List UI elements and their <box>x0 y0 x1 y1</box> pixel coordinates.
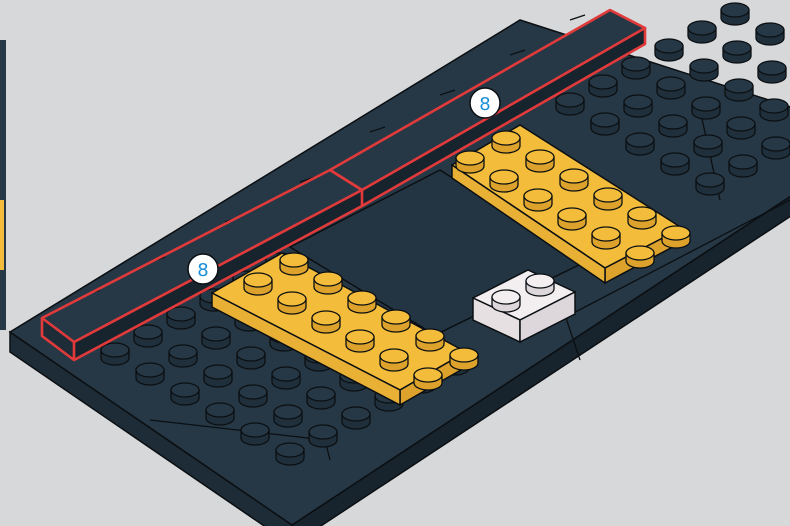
base-stud <box>206 403 234 425</box>
yellow-stud <box>280 253 308 275</box>
base-stud <box>659 115 687 137</box>
yellow-stud <box>524 189 552 211</box>
yellow-stud <box>244 273 272 295</box>
base-stud <box>276 443 304 465</box>
yellow-stud <box>456 151 484 173</box>
base-stud <box>760 99 788 121</box>
base-stud <box>756 23 784 45</box>
base-stud <box>661 153 689 175</box>
yellow-stud <box>662 226 690 248</box>
base-stud <box>589 75 617 97</box>
base-stud <box>725 79 753 101</box>
base-stud <box>241 423 269 445</box>
yellow-stud <box>492 131 520 153</box>
base-stud <box>309 425 337 447</box>
base-stud <box>272 367 300 389</box>
yellow-stud <box>348 291 376 313</box>
base-stud <box>727 117 755 139</box>
base-stud <box>723 41 751 63</box>
callout-badge: 8 <box>470 88 500 118</box>
base-stud <box>729 155 757 177</box>
yellow-stud <box>558 208 586 230</box>
yellow-stud <box>560 169 588 191</box>
yellow-stud <box>526 150 554 172</box>
base-stud <box>692 97 720 119</box>
base-stud <box>167 307 195 329</box>
base-stud <box>307 387 335 409</box>
base-stud <box>657 77 685 99</box>
base-stud <box>624 95 652 117</box>
yellow-stud <box>416 329 444 351</box>
base-stud <box>762 137 790 159</box>
base-stud <box>202 327 230 349</box>
left-edge-fragment <box>0 40 6 330</box>
base-stud <box>688 21 716 43</box>
yellow-stud <box>626 246 654 268</box>
base-stud <box>274 405 302 427</box>
yellow-stud <box>490 170 518 192</box>
callout-label: 8 <box>197 260 208 281</box>
base-stud <box>171 383 199 405</box>
yellow-stud <box>314 272 342 294</box>
base-stud <box>169 345 197 367</box>
base-stud <box>136 363 164 385</box>
yellow-stud <box>594 188 622 210</box>
base-stud <box>758 61 786 83</box>
yellow-stud <box>278 292 306 314</box>
callout-label: 8 <box>479 94 490 115</box>
yellow-stud <box>346 330 374 352</box>
yellow-stud <box>414 368 442 390</box>
base-stud <box>342 407 370 429</box>
callout-badge: 8 <box>188 254 218 284</box>
base-stud <box>556 93 584 115</box>
base-stud <box>622 57 650 79</box>
yellow-stud <box>628 207 656 229</box>
base-stud <box>591 113 619 135</box>
base-stud <box>721 3 749 25</box>
yellow-stud <box>450 348 478 370</box>
base-stud <box>204 365 232 387</box>
base-stud <box>655 39 683 61</box>
base-stud <box>239 385 267 407</box>
base-stud <box>696 173 724 195</box>
base-stud <box>626 133 654 155</box>
yellow-stud <box>382 310 410 332</box>
base-stud <box>237 347 265 369</box>
base-stud <box>101 343 129 365</box>
base-stud <box>694 135 722 157</box>
yellow-stud <box>312 311 340 333</box>
base-stud <box>134 325 162 347</box>
yellow-stud <box>592 227 620 249</box>
base-stud <box>690 59 718 81</box>
yellow-stud <box>380 349 408 371</box>
